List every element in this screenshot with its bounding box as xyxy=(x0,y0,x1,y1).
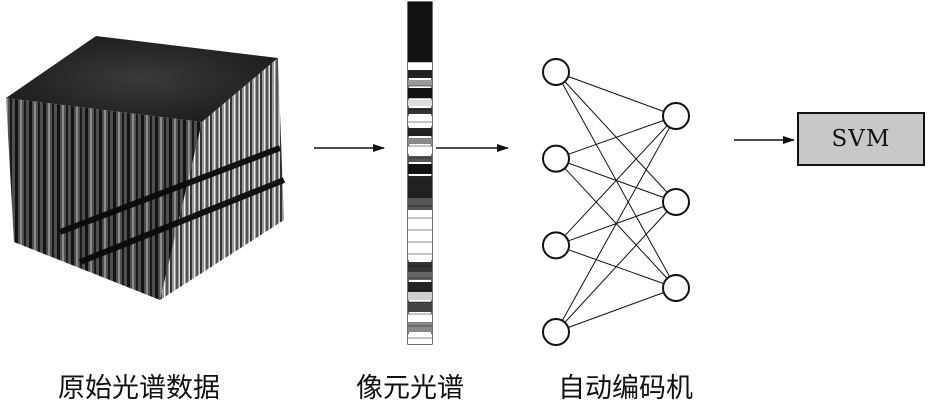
spectrum-band xyxy=(408,282,432,292)
cube-band-line-1 xyxy=(58,145,282,235)
network-edge xyxy=(555,287,677,333)
pixel-spectrum-bar xyxy=(407,1,433,345)
spectrum-band xyxy=(408,100,432,106)
spectrum-band xyxy=(408,176,432,198)
autoencoder-network xyxy=(542,58,690,346)
spectrum-band xyxy=(408,292,432,300)
caption-original-spectral-data: 原始光谱数据 xyxy=(58,373,220,404)
input-node xyxy=(542,318,570,346)
spectrum-band xyxy=(408,108,432,114)
caption-pixel-spectrum: 像元光谱 xyxy=(356,373,464,404)
hyperspectral-cube xyxy=(6,36,286,300)
network-edge xyxy=(555,115,677,160)
cube-left-face xyxy=(6,98,202,300)
spectrum-band xyxy=(408,314,432,322)
spectrum-band xyxy=(408,2,432,62)
hidden-node xyxy=(662,188,690,216)
cube-top-face xyxy=(6,36,278,122)
spectrum-band xyxy=(408,116,432,126)
spectrum-band xyxy=(408,80,432,86)
input-node xyxy=(542,231,570,260)
spectrum-band xyxy=(408,272,432,280)
spectrum-band xyxy=(408,88,432,98)
hidden-node xyxy=(662,102,690,130)
spectrum-band xyxy=(408,156,432,162)
spectrum-band xyxy=(408,138,432,144)
network-edge xyxy=(555,115,677,333)
caption-autoencoder: 自动编码机 xyxy=(558,373,693,404)
spectrum-band xyxy=(408,164,432,174)
network-edge xyxy=(555,115,677,246)
svm-label: SVM xyxy=(831,126,891,152)
cube-front-face xyxy=(160,58,284,300)
cube-band-line-2 xyxy=(78,177,286,265)
spectrum-band xyxy=(408,262,432,272)
spectrum-band xyxy=(408,128,432,136)
spectrum-band xyxy=(408,302,432,312)
network-edge xyxy=(555,201,677,333)
spectrum-band xyxy=(408,210,432,260)
spectrum-band xyxy=(408,146,432,154)
spectrum-band xyxy=(408,62,432,70)
hidden-node xyxy=(662,274,690,302)
network-edge xyxy=(555,71,677,117)
svm-classifier-box: SVM xyxy=(797,112,925,166)
input-node xyxy=(542,58,570,86)
input-node xyxy=(542,144,570,173)
spectrum-band xyxy=(408,198,432,210)
spectrum-band xyxy=(408,334,432,344)
spectrum-band xyxy=(408,322,432,332)
